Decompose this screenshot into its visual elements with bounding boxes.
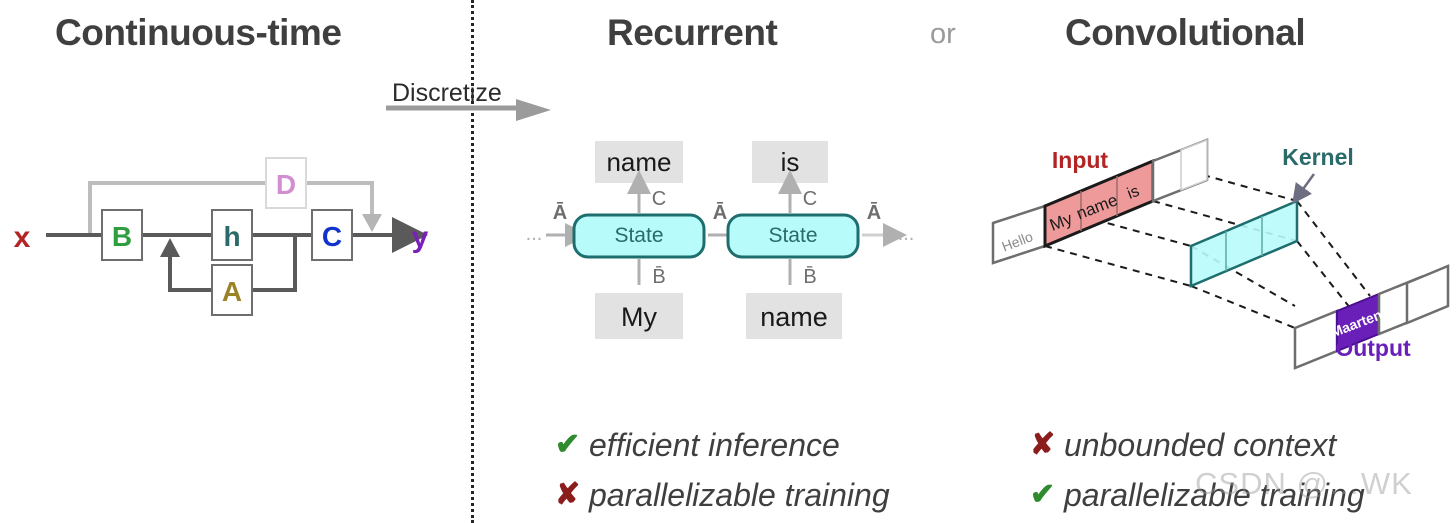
block-c-label: C <box>322 221 342 252</box>
recurrent-abar-label-1: Ā <box>713 202 727 224</box>
list-item-label: unbounded context <box>1064 426 1337 463</box>
skip-connection-d-path <box>88 181 382 235</box>
page-title-recurrent: Recurrent <box>607 12 778 53</box>
conv-input-plane: Hello My name is <box>991 138 1209 265</box>
recurrent-cell-2: is C State B̄ name <box>726 141 860 339</box>
state-box-2 <box>726 213 860 259</box>
input-cell-trail-2 <box>1180 138 1208 192</box>
kernel-pointer-arrow <box>1292 173 1316 205</box>
list-item: ✔ parallelizable training <box>1030 470 1365 520</box>
input-token-is: is <box>1125 183 1142 203</box>
discretize-label: Discretize <box>392 79 502 107</box>
output-cell-blank-right <box>1405 264 1450 325</box>
cell-1-bbar-label: B̄ <box>652 265 665 288</box>
input-token-box-1 <box>595 293 683 339</box>
block-h-label: h <box>223 221 240 252</box>
continuous-input-label: x <box>14 221 31 254</box>
recurrent-right-ellipsis: ... <box>898 223 915 245</box>
block-b: B <box>101 209 143 261</box>
discretize-arrow-icon <box>386 99 551 121</box>
kernel-region <box>1189 199 1299 288</box>
recurrent-properties-list: ✔ efficient inference ✘ parallelizable t… <box>555 420 890 520</box>
recurrent-left-ellipsis: ... <box>526 223 543 245</box>
block-h: h <box>211 209 253 261</box>
list-item-label: parallelizable training <box>1064 476 1365 513</box>
block-d-label: D <box>276 169 296 200</box>
conv-kernel-label: Kernel <box>1282 144 1354 170</box>
cross-icon: ✘ <box>555 478 581 511</box>
conv-output-label: Output <box>1335 335 1411 361</box>
page-title-continuous-time: Continuous-time <box>55 12 342 53</box>
convolutional-diagram: Hello My name is Input Kernel Maarten Ou… <box>991 138 1450 370</box>
or-connector-label: or <box>930 18 956 50</box>
list-item-label: efficient inference <box>589 426 840 463</box>
vertical-dotted-divider <box>471 0 474 523</box>
recurrent-cell-1: name C State B̄ My <box>572 141 706 339</box>
conv-input-label: Input <box>1052 147 1109 173</box>
cell-1-c-label: C <box>652 188 666 210</box>
list-item-label: parallelizable training <box>589 476 890 513</box>
feedback-loop-a-path <box>160 235 297 292</box>
block-b-label: B <box>112 221 132 252</box>
output-token-label-1: name <box>606 147 671 177</box>
output-cell-blank-left <box>1293 309 1339 370</box>
cross-icon: ✘ <box>1030 428 1056 461</box>
conv-output-plane: Maarten <box>1293 264 1450 370</box>
state-label-2: State <box>768 224 817 247</box>
list-item: ✘ parallelizable training <box>555 470 890 520</box>
block-d: D <box>265 157 307 209</box>
state-label-1: State <box>614 224 663 247</box>
conv-kernel-plane <box>1189 199 1299 288</box>
check-icon: ✔ <box>1030 478 1056 511</box>
list-item: ✘ unbounded context <box>1030 420 1365 470</box>
page-title-convolutional: Convolutional <box>1065 12 1306 53</box>
input-token-box-2 <box>746 293 842 339</box>
input-token-label-1: My <box>621 302 657 332</box>
cell-2-bbar-label: B̄ <box>803 265 816 288</box>
convolutional-properties-list: ✘ unbounded context ✔ parallelizable tra… <box>1030 420 1365 520</box>
list-item: ✔ efficient inference <box>555 420 890 470</box>
recurrent-unrolled-diagram: ... Ā name C State B̄ My Ā is <box>526 141 915 339</box>
input-token-label-2: name <box>760 302 828 332</box>
recurrent-abar-label-2: Ā <box>867 202 881 224</box>
block-a: A <box>211 264 253 316</box>
state-box-1 <box>572 213 706 259</box>
block-a-label: A <box>222 276 242 307</box>
output-token-label-2: is <box>781 147 800 177</box>
cell-2-c-label: C <box>803 188 817 210</box>
check-icon: ✔ <box>555 428 581 461</box>
continuous-time-block-diagram: x y B h C A D <box>14 157 429 316</box>
continuous-output-label: y <box>412 221 429 254</box>
recurrent-abar-label-0: Ā <box>553 202 567 224</box>
block-c: C <box>311 209 353 261</box>
